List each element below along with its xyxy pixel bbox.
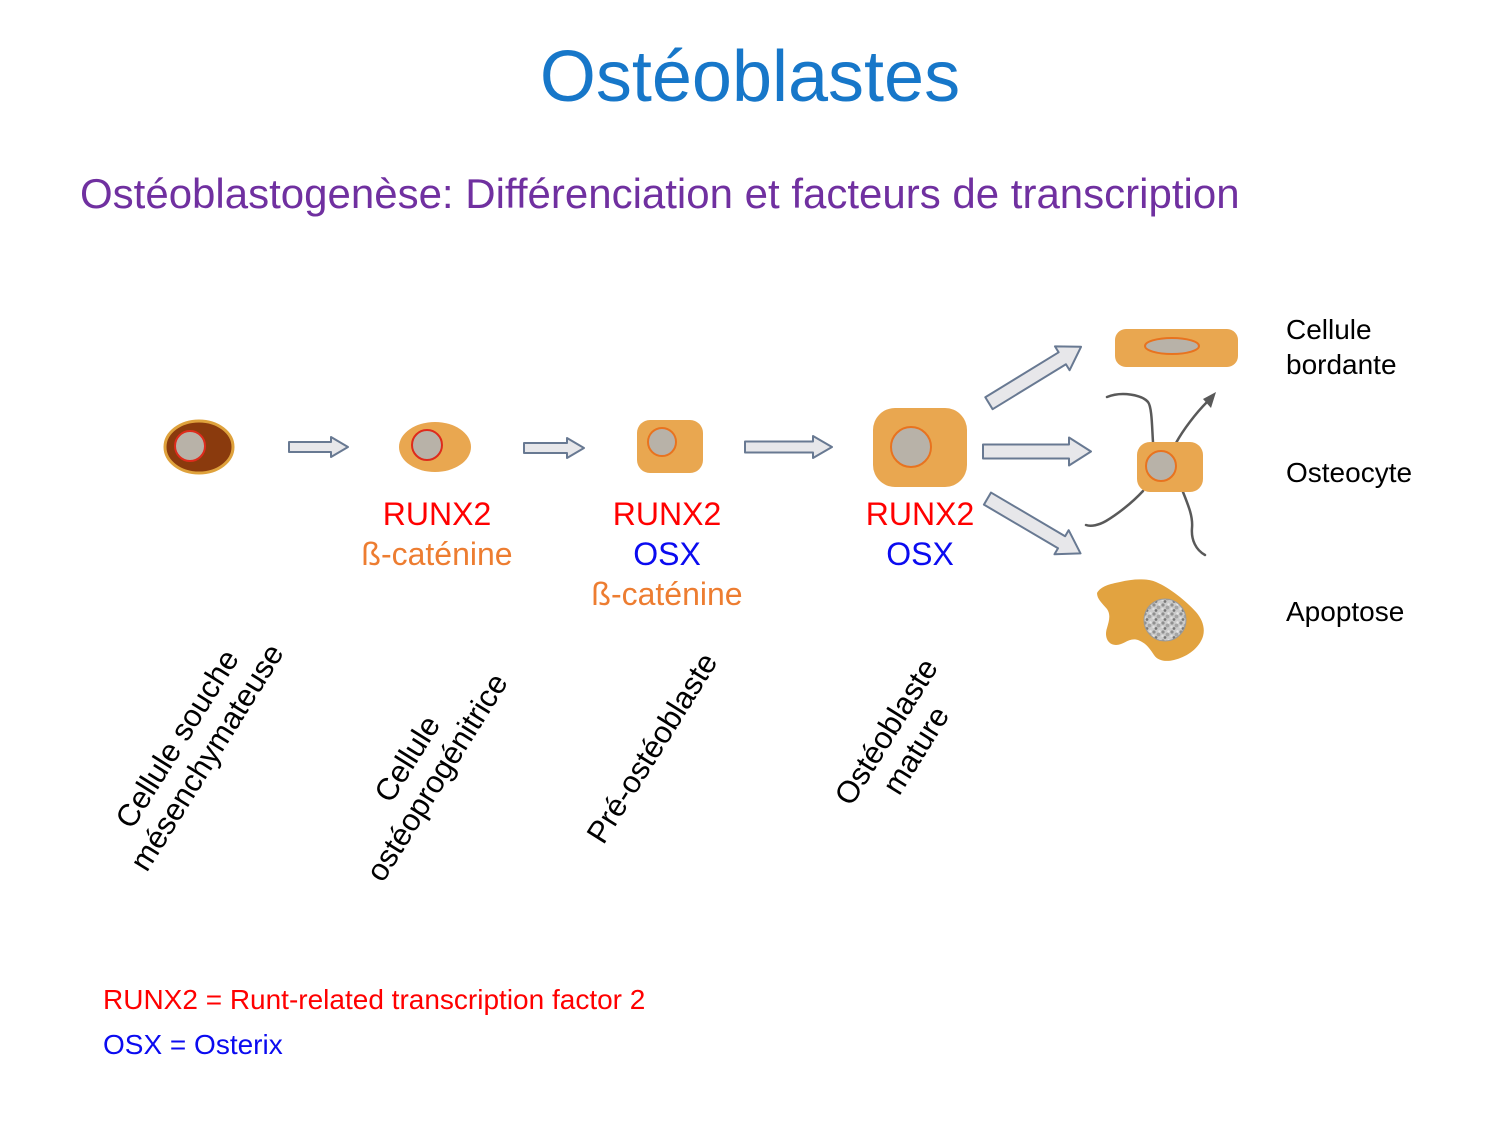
- fate-label-line: Apoptose: [1286, 596, 1405, 627]
- fate-label-line: bordante: [1286, 349, 1397, 380]
- stage-2-factors: RUNX2 ß-caténine: [361, 494, 512, 574]
- factor-catenin-label: ß-caténine: [591, 576, 743, 612]
- factor-osx-label: OSX: [886, 536, 954, 572]
- differentiation-arrow-1-icon: [288, 436, 349, 458]
- legend-osx: OSX = Osterix: [103, 1029, 283, 1060]
- apoptotic-cell-icon: [1097, 579, 1204, 661]
- fate-label-line: Osteocyte: [1286, 457, 1413, 488]
- fate-label-apoptose: Apoptose: [1286, 594, 1404, 629]
- factor-runx2-label: RUNX2: [612, 496, 722, 532]
- stage-4-factors: RUNX2 OSX: [866, 494, 974, 574]
- factor-runx2-label: RUNX2: [382, 496, 492, 532]
- stage-3-factors: RUNX2 OSX ß-caténine: [591, 494, 742, 614]
- abbreviation-legend: RUNX2 = Runt-related transcription facto…: [103, 977, 645, 1067]
- legend-runx2: RUNX2 = Runt-related transcription facto…: [103, 984, 646, 1015]
- fate-label-osteocyte: Osteocyte: [1286, 455, 1412, 490]
- slide-title: Ostéoblastes: [539, 37, 961, 117]
- factor-runx2-label: RUNX2: [865, 496, 975, 532]
- osteocyte-cell-icon: [1084, 392, 1216, 557]
- fate-arrow-up-icon: [984, 345, 1083, 411]
- bone-lining-cell-icon: [1115, 329, 1238, 367]
- differentiation-arrow-3-icon: [744, 435, 833, 459]
- fate-label-line: Cellule: [1286, 314, 1372, 345]
- factor-catenin-label: ß-caténine: [361, 536, 513, 572]
- pre-osteoblast-cell-icon: [637, 420, 703, 473]
- fate-arrow-middle-icon: [982, 436, 1092, 467]
- mesenchymal-stem-cell-icon: [163, 419, 235, 475]
- slide-subtitle: Ostéoblastogenèse: Différenciation et fa…: [80, 170, 1240, 217]
- fate-arrow-down-icon: [982, 491, 1082, 556]
- mature-osteoblast-cell-icon: [873, 408, 967, 487]
- factor-osx-label: OSX: [633, 536, 701, 572]
- fate-label-lining-cell: Cellule bordante: [1286, 312, 1397, 382]
- osteoprogenitor-cell-icon: [399, 422, 471, 472]
- differentiation-arrow-2-icon: [523, 437, 585, 459]
